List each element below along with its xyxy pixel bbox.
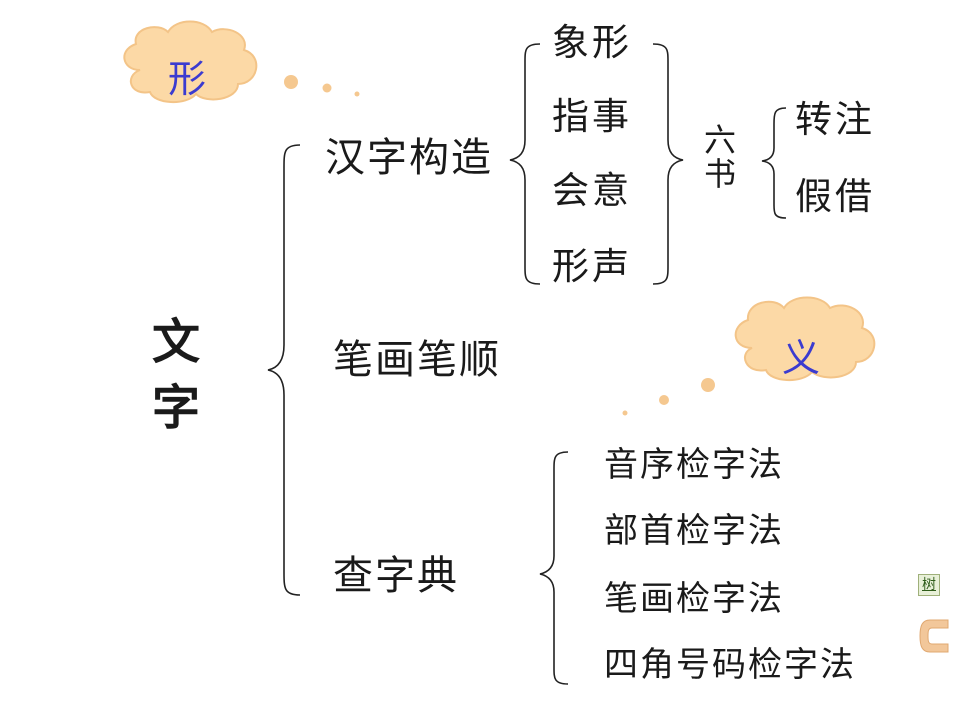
extra-brace [761, 107, 787, 219]
extra-item: 转注 [795, 98, 875, 141]
liushu-char-1: 六 [703, 121, 736, 159]
extra-item: 假借 [795, 175, 875, 218]
branch-strokes-label: 笔画笔顺 [333, 337, 501, 383]
cloud-dot [701, 378, 715, 392]
branch-dictionary-label: 查字典 [333, 553, 459, 599]
dictionary-method: 四角号码检字法 [604, 645, 856, 685]
root-brace [267, 144, 301, 596]
cloud-dot [322, 83, 332, 93]
construction-item: 象形 [552, 21, 632, 64]
cloud-dot [622, 410, 628, 416]
cloud-dot [354, 91, 360, 97]
tree-button-label: 树 [922, 577, 936, 593]
back-arrow-icon [919, 619, 949, 653]
cloud-dot [284, 75, 298, 89]
cloud-yi-label: 义 [782, 336, 821, 380]
dictionary-brace [539, 451, 569, 685]
root-char-1: 文 [152, 314, 201, 370]
dictionary-method: 笔画检字法 [604, 579, 784, 619]
liushu-brace [652, 43, 684, 285]
construction-item: 指事 [552, 95, 632, 138]
dictionary-method: 音序检字法 [604, 445, 784, 485]
tree-button[interactable]: 树 [918, 574, 940, 596]
liushu-char-2: 书 [703, 155, 736, 193]
branch-construction-label: 汉字构造 [325, 135, 493, 181]
root-char-2: 字 [152, 380, 201, 436]
construction-item: 会意 [552, 169, 632, 212]
cloud-xing-label: 形 [168, 57, 207, 101]
construction-item: 形声 [552, 245, 632, 288]
construction-brace [509, 43, 541, 285]
back-arrow-button[interactable] [918, 616, 952, 656]
dictionary-method: 部首检字法 [604, 511, 784, 551]
cloud-dot [659, 395, 669, 405]
